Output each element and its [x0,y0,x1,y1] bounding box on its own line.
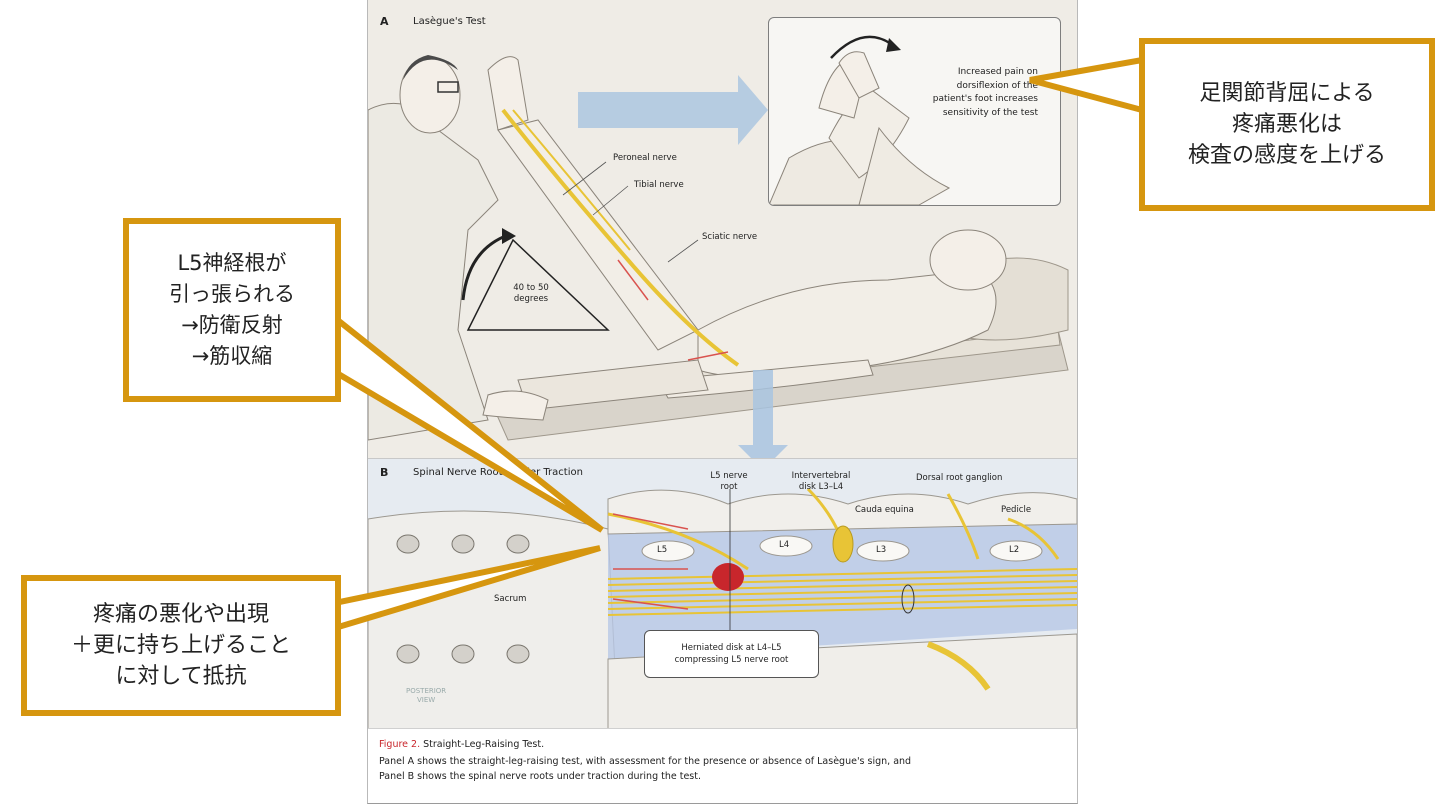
angle-label-line2: degrees [513,294,549,304]
posterior-view-label: POSTERIOR VIEW [406,687,446,705]
callout-dorsiflexion: 足関節背屈による 疼痛悪化は 検査の感度を上げる [1139,38,1435,211]
l5-root-line1: L5 nerve [710,471,748,481]
herniated-line2: compressing L5 nerve root [674,655,789,665]
angle-label: 40 to 50 degrees [496,283,566,305]
drg-label: Dorsal root ganglion [916,473,1003,483]
vertebra-label-l5: L5 [657,545,668,555]
inset-foot [838,51,880,99]
cauda-equina-label: Cauda equina [855,505,914,515]
angle-arrow [461,233,509,301]
sacrum-label: Sacrum [494,594,527,604]
callout-resistance: 疼痛の悪化や出現 ＋更に持ち上げること に対して抵抗 [21,575,341,716]
pedicle-label: Pedicle [1001,505,1032,515]
panel-b-title: Spinal Nerve Roots under Traction [413,467,583,478]
disk-label-line1: Intervertebral [791,471,851,481]
caption-title-text: Straight-Leg-Raising Test. [420,739,545,750]
disk-label-line2: disk L3–L4 [798,482,844,492]
caption-title: Figure 2. Straight-Leg-Raising Test. [379,739,544,750]
caption-figure-number: Figure 2. [379,739,421,750]
caption-line2: Panel B shows the spinal nerve roots und… [379,771,701,782]
panel-a: A Lasègue's Test Peroneal nerve Tibial n… [368,0,1077,458]
down-arrow [738,370,788,458]
tibial-nerve-label: Tibial nerve [634,180,684,190]
vertebral-arches [607,489,1077,535]
posterior-line1: POSTERIOR [406,687,447,695]
examiner-glasses [437,81,459,93]
sciatic-nerve-path [501,108,740,367]
disk-label: Intervertebral disk L3–L4 [786,471,856,493]
callout-l5-traction: L5神経根が 引っ張られる →防衛反射 →筋収縮 [123,218,341,402]
panel-b-illustration [368,459,1077,729]
inset-line4: sensitivity of the test [942,107,1038,118]
caption-line1: Panel A shows the straight-leg-raising t… [379,756,912,767]
l5-root-label: L5 nerve root [699,471,759,493]
callout-l5-traction-text: L5神経根が 引っ張られる →防衛反射 →筋収縮 [169,251,295,368]
examiner-hand [482,390,549,421]
l5-root-line2: root [720,482,738,492]
dorsiflexion-inset: Increased pain on dorsiflexion of the pa… [768,17,1061,206]
examiner-hair [403,55,458,80]
inset-arrow [578,75,768,145]
inset-line3: patient's foot increases [932,94,1038,104]
herniated-line1: Herniated disk at L4–L5 [681,643,782,653]
cauda-equina-bundle [607,568,1077,616]
inset-illustration [769,35,951,205]
panel-a-title: Lasègue's Test [413,16,486,27]
callout-dorsiflexion-text: 足関節背屈による 疼痛悪化は 検査の感度を上げる [1187,81,1386,168]
vertebra-label-l2: L2 [1009,545,1020,555]
herniated-disk-label: Herniated disk at L4–L5 compressing L5 n… [644,630,819,678]
inset-line2: dorsiflexion of the [956,80,1038,91]
spinal-canal [608,509,1077,659]
herniated-disk [712,563,744,591]
callout-resistance-text: 疼痛の悪化や出現 ＋更に持ち上げること に対して抵抗 [70,602,291,689]
dorsal-root-ganglion [832,525,854,563]
panel-b-letter: B [380,466,389,479]
vertebra-label-l4: L4 [779,540,790,550]
patient-head [929,229,1007,291]
vertebra-label-l3: L3 [876,545,887,555]
examiner-body [368,102,499,441]
traction-arrows [612,513,689,610]
angle-label-line1: 40 to 50 [513,283,549,293]
panel-a-letter: A [380,15,389,28]
inset-caption: Increased pain on dorsiflexion of the pa… [933,66,1038,120]
panel-b: B Spinal Nerve Roots under Traction L5 n… [368,458,1077,729]
figure-caption: Figure 2. Straight-Leg-Raising Test. Pan… [368,728,1077,803]
sciatic-nerve-label: Sciatic nerve [702,232,758,242]
inset-line1: Increased pain on [957,67,1038,77]
medical-figure: A Lasègue's Test Peroneal nerve Tibial n… [367,0,1078,804]
posterior-line2: VIEW [416,696,436,704]
peroneal-nerve-label: Peroneal nerve [613,153,677,163]
foot [487,56,529,131]
